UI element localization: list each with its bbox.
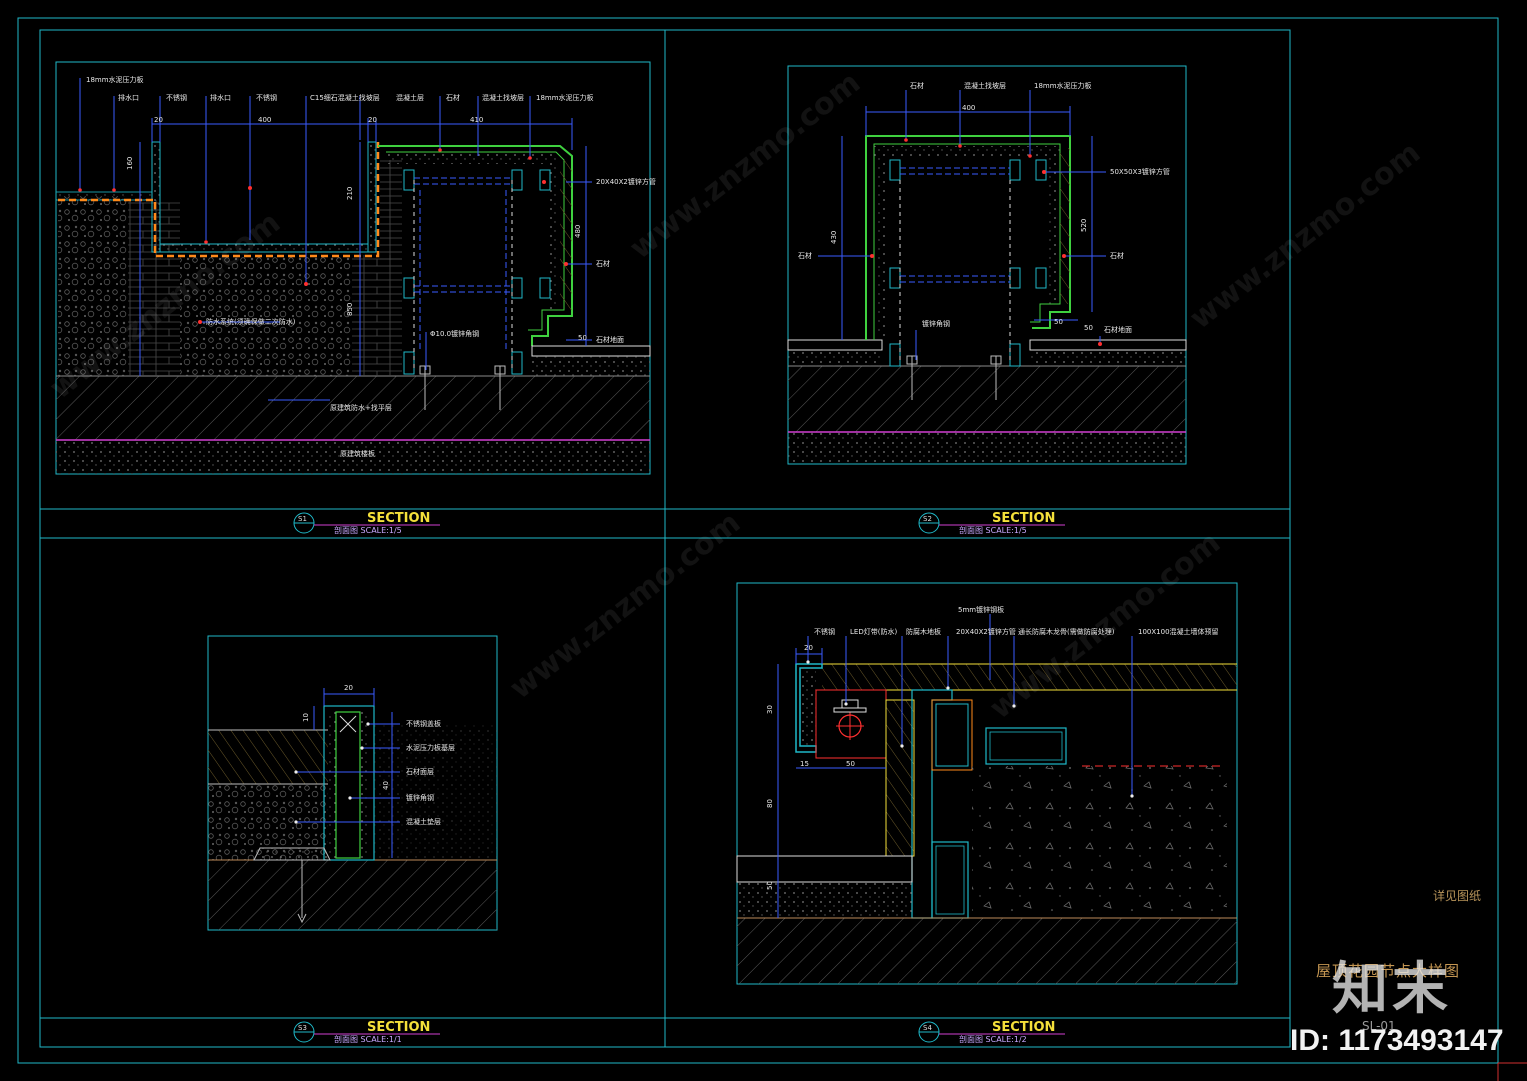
s1-dim-4: 410	[470, 116, 483, 124]
section-s4-drawing	[736, 582, 1238, 985]
s3-label-1: 不锈钢盖板	[406, 719, 441, 728]
watermark-id: ID: 1173493147	[1290, 1024, 1504, 1057]
section-s3-annotations: 不锈钢盖板 水泥压力板基层 石材面层 镀锌角钢 混凝土垫层 20 10 40	[302, 684, 455, 826]
s3-label-3: 石材面层	[406, 767, 434, 776]
title-marker-s4: S4 SECTION 剖面图 SCALE:1/2	[918, 1020, 1065, 1044]
section-s1-drawing	[55, 61, 651, 475]
s1-label-2: 排水口	[118, 93, 139, 102]
s3-dim-3: 40	[382, 781, 390, 790]
s1-dim-3: 20	[368, 116, 377, 124]
s1-label-3: 不锈钢	[166, 93, 187, 102]
s1-note-2: 石材	[596, 259, 610, 268]
title-marker-s2: S2 SECTION 剖面图 SCALE:1/5	[918, 511, 1065, 535]
s2-subtitle: 剖面图 SCALE:1/5	[959, 525, 1027, 535]
s4-label-1: 不锈钢	[814, 627, 835, 636]
title-marker-s3: S3 SECTION 剖面图 SCALE:1/1	[293, 1020, 440, 1044]
s4-dim-1: 20	[804, 644, 813, 652]
sheet-frame	[17, 17, 1527, 1081]
s3-dim-1: 20	[344, 684, 353, 692]
s2-dim-1: 400	[962, 104, 975, 112]
s1-note-1: 20X40X2镀锌方管	[596, 177, 656, 186]
s4-dim-6: 50	[766, 881, 774, 890]
s1-label-6: C15细石混凝土找坡层	[310, 93, 380, 102]
s4-subtitle: 剖面图 SCALE:1/2	[959, 1034, 1027, 1044]
s2-dim-4: 50	[1054, 318, 1063, 326]
s1-dim-2: 400	[258, 116, 271, 124]
s2-title: SECTION	[992, 511, 1055, 526]
s1-label-10: 18mm水泥压力板	[536, 93, 594, 102]
s4-dim-2: 30	[766, 705, 774, 714]
section-s2-annotations: 石材 混凝土找坡层 18mm水泥压力板 50X50X3镀锌方管 石材 石材 镀锌…	[798, 81, 1170, 334]
s2-label-1: 石材	[910, 81, 924, 90]
s4-dim-3: 15	[800, 760, 809, 768]
s1-label-9: 混凝土找坡层	[482, 93, 524, 102]
s2-dim-3: 520	[1080, 219, 1088, 232]
s1-label-7: 混凝土层	[396, 93, 424, 102]
s1-title: SECTION	[367, 511, 430, 526]
s4-label-7: 100X100混凝土墙体预留	[1138, 627, 1219, 636]
svg-text:www.znzmo.com: www.znzmo.com	[1183, 135, 1427, 336]
s4-dim-4: 50	[846, 760, 855, 768]
s3-title: SECTION	[367, 1020, 430, 1035]
s1-dim-7: 850	[346, 303, 354, 316]
s2-note-1: 50X50X3镀锌方管	[1110, 167, 1170, 176]
svg-text:www.znzmo.com: www.znzmo.com	[503, 505, 747, 706]
s1-label-1: 18mm水泥压力板	[86, 75, 144, 84]
s3-subtitle: 剖面图 SCALE:1/1	[334, 1034, 402, 1044]
s1-note-6: 原建筑防水+找平层	[330, 403, 392, 412]
s4-label-4: 20X40X2镀锌方管	[956, 627, 1016, 636]
section-s4-annotations: 不锈钢 LED灯带(防水) 防腐木地板 20X40X2镀锌方管 5mm镀锌钢板 …	[766, 605, 1219, 890]
s1-dim-6: 210	[346, 187, 354, 200]
s4-label-5: 5mm镀锌钢板	[958, 605, 1004, 614]
s1-label-8: 石材	[446, 93, 460, 102]
sheet-code: SL-01	[1362, 1019, 1396, 1033]
sheet-note: 详见图纸	[1433, 889, 1482, 903]
s1-dim-9: 50	[578, 334, 587, 342]
s3-id: S3	[298, 1024, 307, 1032]
s4-id: S4	[923, 1024, 932, 1032]
s2-label-2: 混凝土找坡层	[964, 81, 1006, 90]
s4-label-6: 通长防腐木龙骨(需做防腐处理)	[1018, 627, 1115, 636]
s2-dim-5: 50	[1084, 324, 1093, 332]
sheet-title: 屋顶花园节点大样图	[1316, 962, 1461, 980]
s1-label-4: 排水口	[210, 93, 231, 102]
s1-subtitle: 剖面图 SCALE:1/5	[334, 525, 402, 535]
s1-dim-1: 20	[154, 116, 163, 124]
s1-note-7: 原建筑楼板	[340, 449, 375, 458]
s4-label-2: LED灯带(防水)	[850, 627, 897, 636]
s2-label-3: 18mm水泥压力板	[1034, 81, 1092, 90]
section-s3-drawing	[207, 635, 498, 931]
section-s2-drawing	[787, 65, 1187, 465]
section-s1-annotations: 18mm水泥压力板 排水口 不锈钢 排水口 不锈钢 C15细石混凝土找坡层 混凝…	[86, 75, 656, 458]
title-marker-s1: S1 SECTION 剖面图 SCALE:1/5	[293, 511, 440, 535]
s3-label-4: 镀锌角钢	[406, 793, 434, 802]
s1-id: S1	[298, 515, 307, 523]
watermark-logo: 知末	[1332, 957, 1452, 1022]
s2-dim-2: 430	[830, 231, 838, 244]
s3-dim-2: 10	[302, 713, 310, 722]
s2-note-3: 石材	[1110, 251, 1124, 260]
s3-label-2: 水泥压力板基层	[406, 743, 455, 752]
s2-note-2: 石材	[798, 251, 812, 260]
s4-label-3: 防腐木地板	[906, 627, 941, 636]
s1-dim-8: 480	[574, 225, 582, 238]
svg-text:www.znzmo.com: www.znzmo.com	[983, 525, 1227, 726]
s4-title: SECTION	[992, 1020, 1055, 1035]
s1-note-3: 防水系统(须确保做二次防水)	[206, 317, 296, 326]
s3-label-5: 混凝土垫层	[406, 817, 441, 826]
s4-dim-5: 80	[766, 799, 774, 808]
s1-label-5: 不锈钢	[256, 93, 277, 102]
s2-note-4: 镀锌角钢	[922, 319, 950, 328]
s1-dim-5: 160	[126, 157, 134, 170]
s2-note-5: 石材地面	[1104, 325, 1132, 334]
s1-note-4: Φ10.0镀锌角钢	[430, 329, 479, 338]
s1-note-5: 石材地面	[596, 335, 624, 344]
s2-id: S2	[923, 515, 932, 523]
